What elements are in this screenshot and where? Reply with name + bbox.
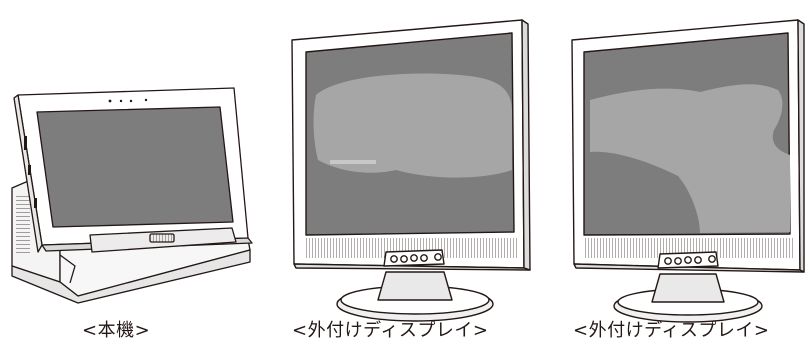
external-display-1-illustration (291, 19, 531, 322)
monitor-button-icon (674, 257, 682, 265)
external-display-2-illustration (571, 19, 805, 323)
power-button-icon (708, 255, 716, 263)
power-button-icon (434, 253, 442, 261)
external-display-caption-2: <外付けディスプレイ> (573, 320, 770, 341)
whale-wallpaper-image (313, 73, 512, 178)
dock-connector (149, 233, 175, 243)
monitor-button-icon (420, 254, 428, 262)
camera-icon (108, 99, 112, 103)
dock-vent (16, 196, 30, 256)
monitor-button-icon (400, 255, 408, 263)
main-unit-illustration (11, 87, 253, 304)
monitor-button-icon (694, 256, 702, 264)
tablet-screen (36, 106, 234, 228)
external-display-caption-1: <外付けディスプレイ> (292, 320, 489, 341)
speaker-grille (584, 238, 794, 258)
monitor-button-icon (684, 256, 692, 264)
main-unit-caption: <本機> (82, 320, 151, 341)
tablet-pc-illustration (13, 87, 253, 253)
monitor-button-icon (410, 254, 418, 262)
monitor-button-icon (390, 255, 398, 263)
speaker-grille (304, 238, 518, 258)
monitor-button-icon (664, 257, 672, 265)
whale-wallpaper-image (590, 84, 790, 233)
